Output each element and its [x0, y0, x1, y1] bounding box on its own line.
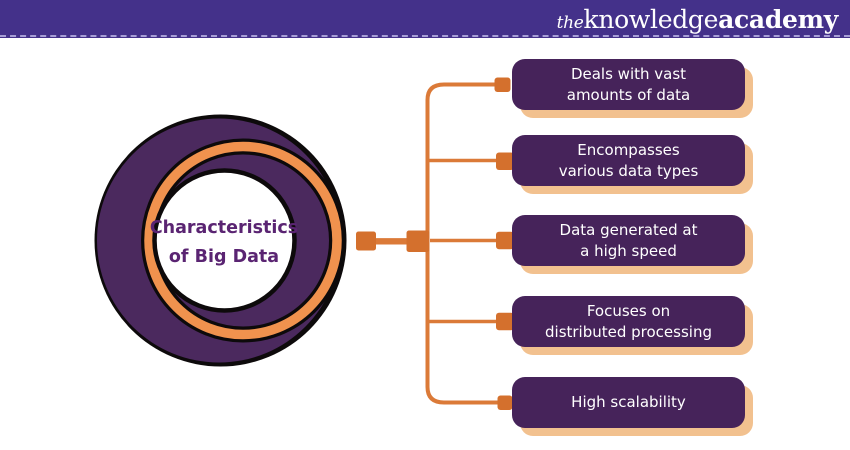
item-box-5: High scalability	[512, 377, 745, 428]
item-box-1: Deals with vast amounts of data	[512, 59, 745, 110]
hub-node-trunk	[406, 230, 430, 252]
knowledge-academy-logo: theknowledgeacademy	[556, 4, 839, 34]
item-label-4: Focuses on distributed processing	[545, 301, 712, 341]
item-node-4	[496, 312, 514, 331]
ring-accent-orange	[144, 141, 342, 340]
center-ring	[94, 114, 347, 367]
item-label-5: High scalability	[571, 393, 686, 411]
item-box-4: Focuses on distributed processing	[512, 296, 745, 347]
item-node-5	[497, 395, 513, 410]
connector-trunk	[425, 82, 500, 405]
center-title: Characteristics of Big Data	[149, 218, 299, 267]
item-node-1	[494, 77, 511, 92]
item-node-3	[496, 231, 514, 250]
logo-knowledge: knowledge	[583, 4, 719, 34]
hub-node-circle	[356, 231, 376, 251]
connector-lines	[372, 82, 500, 405]
item-box-3: Data generated at a high speed	[512, 215, 745, 266]
header-dashed-divider	[0, 35, 850, 37]
ring-inner-white	[152, 168, 297, 313]
item-box-2: Encompasses various data types	[512, 135, 745, 186]
item-label-3: Data generated at a high speed	[559, 220, 698, 260]
item-node-2	[496, 152, 514, 170]
logo-academy: academy	[718, 4, 838, 34]
header-band: theknowledgeacademy	[0, 0, 850, 38]
item-label-2: Encompasses various data types	[558, 140, 699, 180]
item-label-1: Deals with vast amounts of data	[566, 64, 691, 104]
logo-the: the	[556, 12, 584, 33]
connector-nodes	[356, 77, 514, 410]
